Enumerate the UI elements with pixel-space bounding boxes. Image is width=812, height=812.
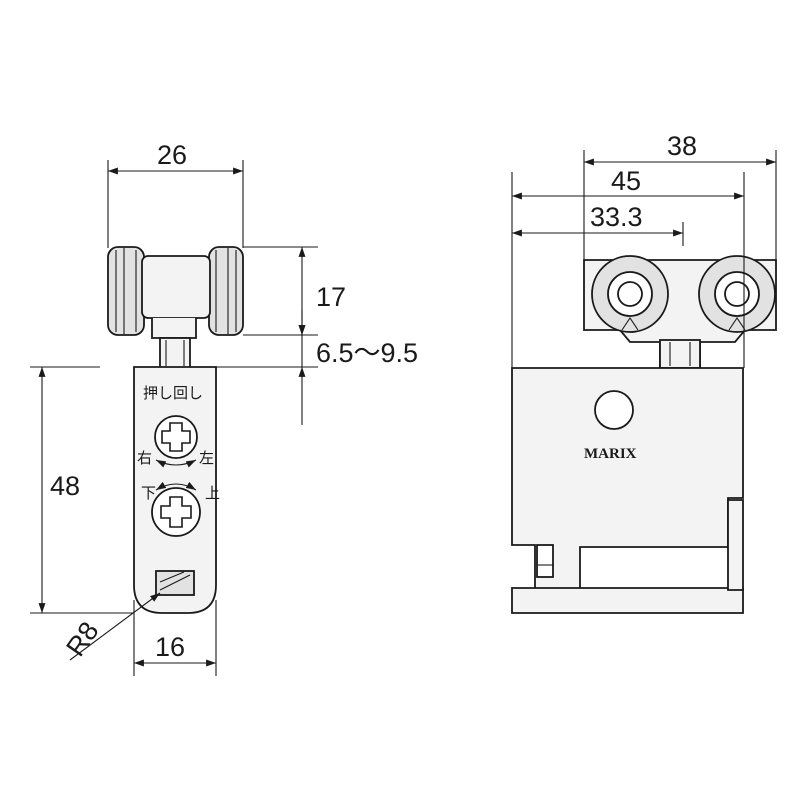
dim-38-label: 38 — [667, 131, 697, 161]
rotate-arrow — [155, 459, 197, 468]
brand-label: MARIX — [584, 446, 637, 462]
dim-38: 38 — [583, 131, 777, 262]
dim-17-label: 17 — [316, 282, 346, 312]
dim-33-3: 33.3 — [512, 202, 684, 246]
front-view: 押し回し 右 左 下 上 26 17 6.5～9.5 — [30, 140, 418, 676]
dim-16-label: 16 — [155, 632, 185, 662]
dim-48: 48 — [30, 366, 134, 614]
side-wheel-assembly — [583, 255, 777, 369]
side-body: MARIX — [511, 367, 744, 614]
dim-26-label: 26 — [157, 140, 187, 170]
right-label: 右 — [137, 449, 152, 467]
dim-45-label: 45 — [611, 166, 641, 196]
dim-adjust-label: 6.5～9.5 — [316, 338, 418, 368]
dim-adjust: 6.5～9.5 — [216, 310, 418, 425]
adjust-screw-lower — [151, 487, 201, 537]
up-label: 上 — [205, 484, 220, 502]
wheel-assembly — [107, 246, 244, 369]
dim-45: 45 — [511, 166, 745, 368]
dim-26: 26 — [107, 140, 244, 248]
dim-48-label: 48 — [50, 471, 80, 501]
dim-33-3-label: 33.3 — [590, 202, 643, 232]
adjust-screw-upper — [154, 415, 198, 459]
dim-17: 17 — [243, 246, 346, 336]
left-label: 左 — [199, 449, 214, 467]
dim-16: 16 — [133, 600, 217, 676]
dim-r8-label: R8 — [60, 616, 104, 661]
push-turn-label: 押し回し — [143, 384, 203, 402]
height-arrow — [155, 481, 197, 491]
side-view: MARIX 38 45 33.3 — [511, 131, 777, 614]
down-label: 下 — [141, 484, 156, 502]
